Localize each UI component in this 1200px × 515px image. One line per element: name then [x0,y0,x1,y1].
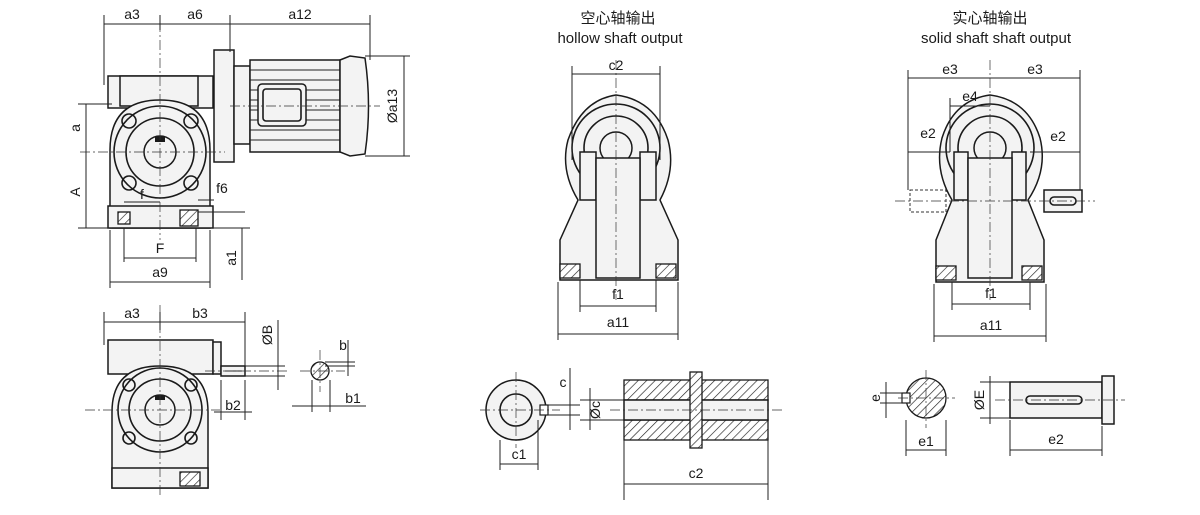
dim-solid-f1: f1 [985,285,997,301]
solid-detail-drawing: e e1 ØE e2 [867,370,1125,456]
dim-a3: a3 [124,6,140,22]
dim-hollow-f1: f1 [612,286,624,302]
title-solid-en: solid shaft shaft output [921,30,1072,47]
dim-A: A [67,187,83,197]
dim-a9: a9 [152,264,168,280]
dim-solid-e3-left: e3 [942,61,958,77]
dim-front-B: ØB [259,325,275,345]
dim-a12: a12 [288,6,312,22]
dim-solid-detail-e2: e2 [1048,431,1064,447]
dim-a1: a1 [223,250,239,266]
dim-F: F [156,240,165,256]
dim-key-b1: b1 [345,390,361,406]
dim-hollow-a11: a11 [607,314,630,330]
dim-solid-e3-right: e3 [1027,61,1043,77]
dim-f6: f6 [216,180,228,196]
dim-solid-detail-E: ØE [971,390,987,410]
dim-hollow-detail-c2: c2 [689,465,704,481]
dim-a13: Øa13 [384,89,400,123]
dim-solid-e2-right: e2 [1050,128,1066,144]
hollow-detail-drawing: c c1 Øc c2 [480,368,785,500]
front-view-drawing: a3 b3 ØB b2 [85,305,290,495]
dim-solid-detail-e1: e1 [918,433,934,449]
dim-solid-e4: e4 [962,88,978,104]
dim-hollow-detail-c-dia: Øc [587,401,603,419]
side-view-drawing: a3 a6 a12 Øa13 a A f f6 [67,6,410,288]
dim-f: f [140,186,144,202]
dim-front-b3: b3 [192,305,208,321]
dim-front-b2: b2 [225,397,241,413]
dim-hollow-c2: c2 [609,57,624,73]
dim-key-b: b [339,337,347,353]
dim-solid-e2-left: e2 [920,125,936,141]
dim-a6: a6 [187,6,203,22]
title-hollow-en: hollow shaft output [557,30,683,47]
dim-solid-detail-e: e [867,394,883,402]
title-solid-cn: 实心轴输出 [952,10,1027,27]
title-hollow-cn: 空心轴输出 [580,10,655,27]
dim-a: a [67,124,83,132]
dim-hollow-detail-c1: c1 [512,446,527,462]
hollow-shaft-drawing: 空心轴输出 hollow shaft output c2 f1 a11 [557,10,683,340]
solid-shaft-drawing: 实心轴输出 solid shaft shaft output [895,10,1095,342]
dim-front-a3: a3 [124,305,140,321]
dim-hollow-detail-c: c [560,374,567,390]
dim-solid-a11: a11 [980,317,1003,333]
key-detail-drawing: b b1 [292,337,366,412]
